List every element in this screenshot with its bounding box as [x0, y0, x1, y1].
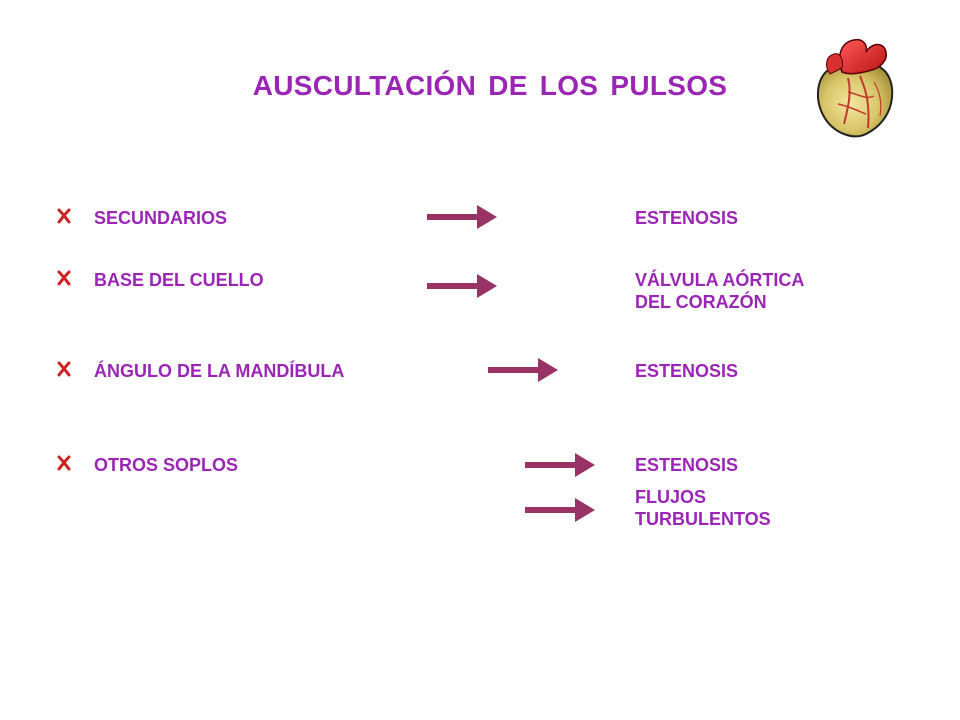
row-label-base-del-cuello: BASE DEL CUELLO	[94, 270, 264, 290]
x-mark-icon	[57, 455, 71, 471]
row-result-valvula-aortica: VÁLVULA AÓRTICA DEL CORAZÓN	[635, 269, 804, 313]
right-arrow-icon	[525, 498, 595, 522]
row-result-estenosis-1: ESTENOSIS	[635, 208, 739, 228]
result-line: VÁLVULA AÓRTICA	[635, 270, 805, 290]
result-line: TURBULENTOS	[635, 509, 771, 529]
row-label-otros-soplos: OTROS SOPLOS	[94, 455, 239, 475]
x-mark-icon	[57, 270, 71, 286]
slide-title: AUSCULTACIÓN DE LOS PULSOS	[252, 70, 728, 101]
heart-image	[817, 38, 894, 138]
right-arrow-icon	[427, 274, 497, 298]
row-result-estenosis-3: ESTENOSIS	[635, 455, 739, 475]
x-mark-icon	[57, 208, 71, 224]
x-mark-icon	[57, 361, 71, 377]
right-arrow-icon	[488, 358, 558, 382]
right-arrow-icon	[525, 453, 595, 477]
right-arrow-icon	[427, 205, 497, 229]
result-line: DEL CORAZÓN	[635, 292, 767, 312]
row-label-angulo-mandibula: ÁNGULO DE LA MANDÍBULA	[94, 361, 345, 381]
row-result-flujos-turbulentos: FLUJOS TURBULENTOS	[635, 486, 771, 530]
result-line: FLUJOS	[635, 487, 707, 507]
row-result-estenosis-2: ESTENOSIS	[635, 361, 739, 381]
row-label-secundarios: SECUNDARIOS	[94, 208, 228, 228]
